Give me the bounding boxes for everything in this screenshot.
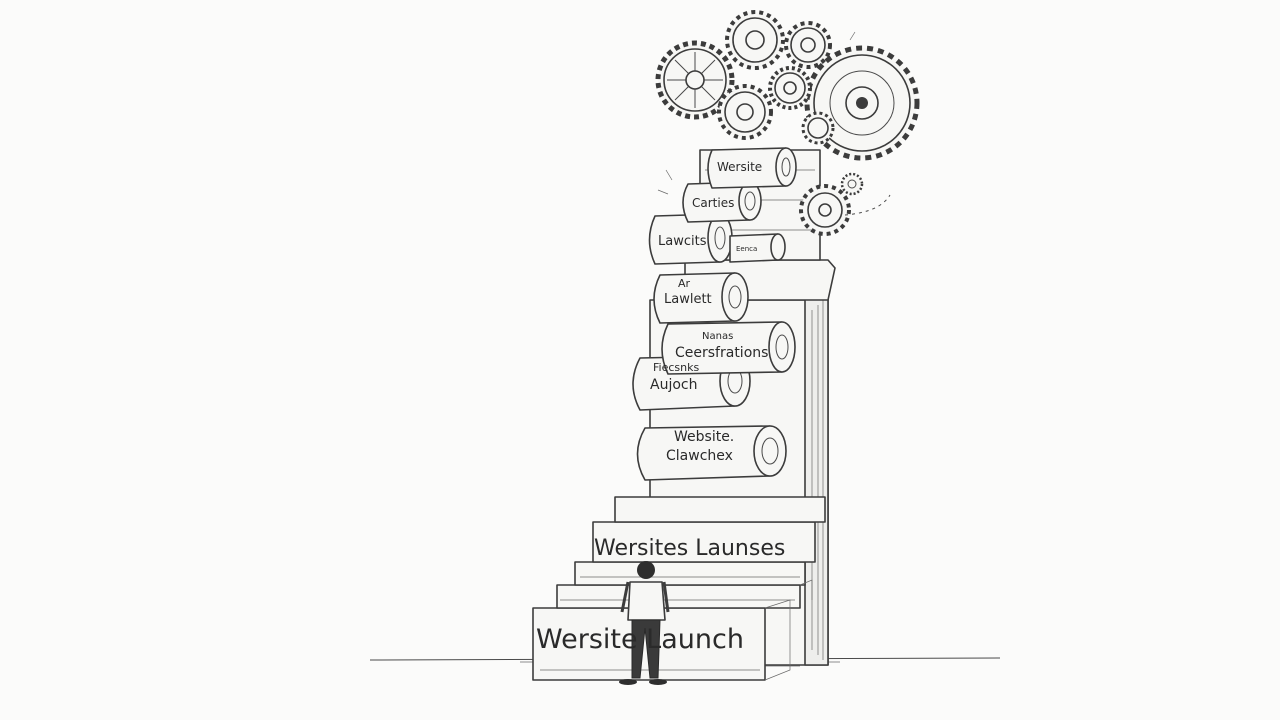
step-middle-label: Wersites Launses <box>594 536 785 561</box>
scroll-6 <box>682 181 762 223</box>
gear-side-icon <box>799 184 851 236</box>
scroll-4-label-line1: Ar <box>678 277 691 290</box>
gears <box>655 10 920 236</box>
scroll-small-label: Eenca <box>736 245 757 253</box>
gear-middle-icon <box>717 84 773 140</box>
scroll-1-label-line1: Website. <box>674 429 734 445</box>
scroll-7 <box>707 147 797 189</box>
scroll-5-label: Lawcits <box>658 234 707 249</box>
scroll-3-label-line1: Nanas <box>702 331 733 342</box>
scroll-2-label-line2: Aujoch <box>650 377 697 393</box>
scroll-small <box>729 233 786 263</box>
scroll-4 <box>653 272 749 324</box>
person-figure <box>619 561 670 685</box>
gear-top-right-icon <box>784 21 832 69</box>
gear-left-icon <box>655 40 735 120</box>
chain-icon <box>844 194 891 216</box>
scroll-1 <box>636 425 787 481</box>
scroll-3 <box>661 321 796 375</box>
gear-small-icon <box>801 111 835 145</box>
scroll-4-label-line2: Lawlett <box>664 292 712 307</box>
scrolls <box>632 147 797 481</box>
gear-center-icon <box>768 66 812 110</box>
scroll-1-label-line2: Clawchex <box>666 448 733 464</box>
scroll-5 <box>648 213 733 265</box>
stairs <box>532 496 826 681</box>
step-bottom-label: Wersite Launch <box>536 624 744 655</box>
gear-tiny-icon <box>840 172 864 196</box>
scroll-3-label-line2: Ceersfrations <box>675 345 768 361</box>
gear-large-right-icon <box>804 45 920 161</box>
scroll-7-label: Wersite <box>717 160 762 174</box>
scroll-6-label: Carties <box>692 196 734 210</box>
scroll-2-label-line1: Fiecsnks <box>653 361 699 374</box>
gear-top-icon <box>725 10 785 70</box>
